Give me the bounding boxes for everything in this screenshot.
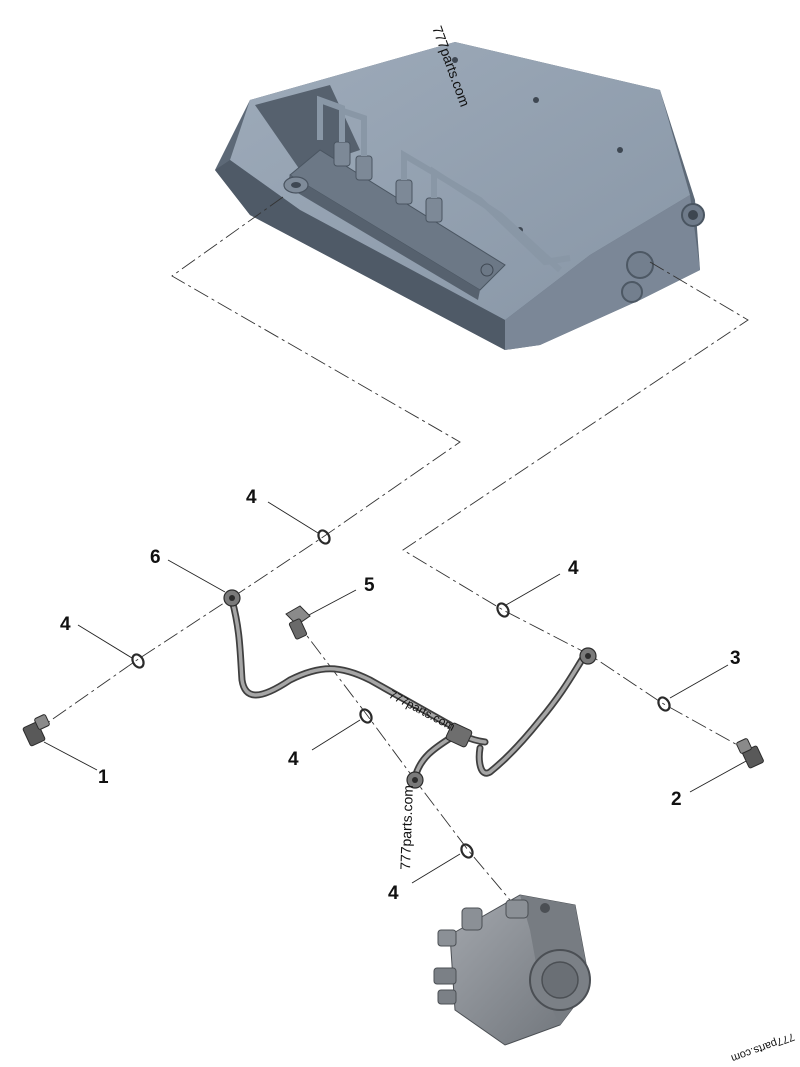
o-ring-right bbox=[657, 696, 671, 712]
callout-numbers: 1 2 3 4 4 4 4 4 5 6 bbox=[60, 487, 741, 904]
watermark-middle: 777parts.com bbox=[387, 687, 458, 733]
watermark-corner: 777parts.com bbox=[729, 1030, 796, 1064]
watermark-side: 777parts.com bbox=[397, 785, 416, 870]
o-ring-lower bbox=[460, 843, 474, 859]
callout-5: 5 bbox=[364, 575, 375, 596]
callout-leaders bbox=[43, 501, 749, 884]
callout-4-lower: 4 bbox=[388, 883, 399, 904]
banjo-bolt-left bbox=[22, 714, 50, 747]
callout-4-center: 4 bbox=[288, 749, 299, 770]
assembly-centerlines bbox=[29, 196, 751, 901]
fuel-rail-assembly bbox=[283, 95, 571, 300]
callout-6: 6 bbox=[150, 547, 161, 568]
callout-2: 2 bbox=[671, 789, 682, 810]
o-rings bbox=[131, 529, 671, 859]
callout-3: 3 bbox=[730, 648, 741, 669]
fuel-pipes bbox=[223, 589, 597, 789]
callout-1: 1 bbox=[98, 767, 109, 788]
high-pressure-pump bbox=[433, 894, 591, 1046]
o-ring-upper-right bbox=[496, 602, 510, 618]
o-ring-upper-left bbox=[317, 529, 331, 545]
o-ring-center bbox=[359, 708, 373, 724]
pipe-fitting bbox=[285, 605, 311, 640]
callout-4-upper-right: 4 bbox=[568, 558, 579, 579]
callout-4-left: 4 bbox=[60, 614, 71, 635]
banjo-bolt-right bbox=[736, 738, 764, 769]
callout-4-upper-left: 4 bbox=[246, 487, 257, 508]
o-ring-left bbox=[131, 653, 145, 669]
